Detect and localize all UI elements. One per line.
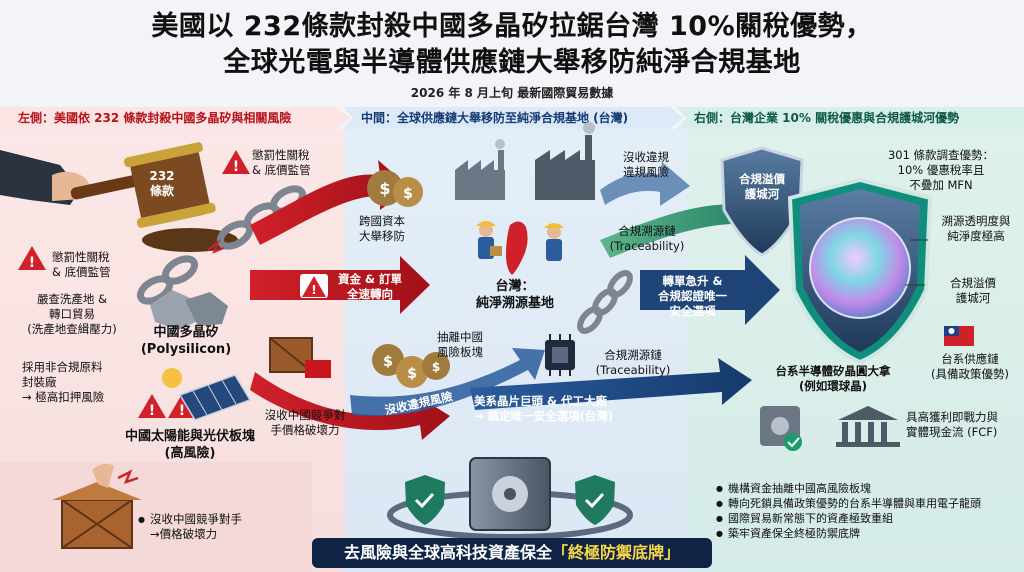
- title-line-1: 美國以 232條款封殺中國多晶矽拉鋸台灣 10%關稅優勢，: [151, 11, 873, 42]
- bullet-item: 築牢資產保全終極防禦底牌: [716, 526, 1016, 541]
- vault-icon: [387, 457, 633, 540]
- blue-arrow-top: [600, 162, 690, 206]
- us-label: 美系晶片巨頭 & 代工大廠 → 鎖定唯一安全選項(台灣): [474, 394, 614, 423]
- supply-label: 台系供應鏈 (具備政策優勢): [931, 352, 1009, 381]
- red-flow-arrow-lower: [250, 372, 450, 440]
- safe-icon: [760, 406, 802, 451]
- svg-text:!: !: [149, 403, 155, 419]
- warning-icon: !: [138, 394, 166, 419]
- svg-text:!: !: [233, 159, 239, 175]
- solar-label: 中國太陽能與光伏板塊 (高風險): [124, 429, 255, 461]
- right-bullets: 機構資金抽離中國高風險板塊 轉向死鎖具備政策優勢的台系半導體與車用電子龍頭 國際…: [716, 481, 1016, 541]
- bottom-left-box: [0, 462, 312, 572]
- svg-text:$: $: [403, 186, 413, 202]
- header-middle: 中間：全球供應鏈大舉移防至純淨合規基地 (台灣): [343, 107, 683, 129]
- bottom-left-text: ● 沒收中國競爭對手 →價格破壞力: [138, 512, 242, 541]
- warning-icon: !: [300, 274, 328, 298]
- shield-small-label: 合規溢價 護城河: [739, 172, 785, 201]
- divest-label: 抽離中國 風險板塊: [437, 330, 483, 359]
- worker-icon: [476, 221, 502, 259]
- switch-label: 轉單急升 & 合規認證唯一 安全選項: [658, 274, 727, 318]
- funds-label: 資金 & 訂單 全速轉向: [337, 272, 403, 301]
- gavel-label-line2: 條款: [150, 183, 175, 198]
- shield-check-icon: [575, 475, 615, 525]
- traceability-label-lower: 合規溯源鏈 (Traceability): [595, 348, 671, 377]
- navy-arrow-middle: [640, 255, 780, 325]
- worker-icon: [544, 223, 564, 261]
- factory-icon: [455, 139, 505, 200]
- capital-label: 跨國資本 大舉移防: [359, 214, 405, 243]
- section301-label: 301 條款調查優勢： 10% 優惠稅率且 不疊加 MFN: [887, 148, 995, 192]
- noncompliant-text: 採用非合規原料 封裝廠 → 極高扣押風險: [22, 360, 105, 404]
- trace-purity-label: 溯源透明度與 純淨度極高: [941, 214, 1011, 243]
- shield-check-icon: [405, 475, 445, 525]
- bank-icon: [836, 406, 900, 447]
- warning-label-left: 懲罰性關稅 & 底價監管: [52, 250, 111, 279]
- chain-icon: [577, 270, 633, 334]
- warning-icon: !: [168, 394, 196, 419]
- taiwan-base-label: 台灣： 純淨溯源基地: [475, 279, 554, 311]
- banner-highlight: 「終極防禦底牌」: [552, 543, 681, 562]
- bullet-item: 國際貿易新常態下的資產極致重組: [716, 511, 1016, 526]
- confiscate-label: 沒收中國競爭對 手價格破壞力: [264, 408, 346, 437]
- bottom-banner: 去風險與全球高科技資產保全「終極防禦底牌」: [312, 538, 712, 568]
- ballot-box-icon: [52, 463, 142, 549]
- taiwan-map-icon: [506, 221, 528, 275]
- chip-icon: [545, 334, 575, 376]
- bullet-item: 轉向死鎖具備政策優勢的台系半導體與車用電子龍頭: [716, 496, 1016, 511]
- svg-text:!: !: [179, 403, 185, 419]
- svg-text:!: !: [29, 255, 35, 271]
- polysilicon-icon: [150, 290, 228, 330]
- header-right: 右側：台灣企業 10% 關稅優惠與合規護城河優勢: [676, 107, 1024, 129]
- wafer-label: 台系半導體矽晶圓大拿 (例如環球晶): [775, 364, 891, 393]
- money-bag-icon: $ $: [367, 170, 423, 207]
- bullet-item: 機構資金抽離中國高風險板塊: [716, 481, 1016, 496]
- svg-text:$: $: [383, 354, 393, 370]
- header-left: 左側：美國依 232 條款封殺中國多晶矽與相關風險: [0, 107, 350, 129]
- factory-icon: [535, 122, 595, 200]
- taiwan-flag-icon: [944, 326, 974, 346]
- svg-text:$: $: [407, 366, 417, 382]
- confiscate-risk-label: 沒收違規 違規風險: [623, 150, 669, 179]
- money-bag-icon: $ $ $: [372, 344, 450, 388]
- svg-text:$: $: [432, 360, 440, 374]
- banner-text: 去風險與全球高科技資產保全: [343, 543, 552, 562]
- traceability-label-upper: 合規溯源鏈 (Traceability): [609, 224, 685, 253]
- blue-arrow-lower: [470, 358, 752, 410]
- polysilicon-label: 中國多晶矽 (Polysilicon): [140, 325, 232, 357]
- gavel-icon: [0, 142, 238, 252]
- warning-icon: !: [222, 150, 250, 175]
- warning-icon: !: [18, 246, 46, 271]
- big-shield-icon: [787, 177, 933, 365]
- gavel-label-line1: 232: [149, 169, 174, 183]
- solar-panel-icon: [162, 368, 252, 421]
- svg-text:!: !: [311, 283, 316, 297]
- svg-text:$: $: [379, 179, 390, 198]
- warning-label-top: 懲罰性關稅 & 底價監管: [252, 148, 311, 177]
- moat-label: 合規溢價 護城河: [950, 276, 996, 305]
- blue-confiscate-arrow: [350, 348, 545, 417]
- title-line-2: 全球光電與半導體供應鏈大舉移防純淨合規基地: [223, 47, 801, 78]
- red-flow-arrow-middle: [250, 256, 430, 314]
- transship-text: 嚴查洗產地 & 轉口貿易 (洗產地查緝壓力): [27, 292, 117, 336]
- crate-icon: [269, 337, 331, 378]
- fcf-label: 具高獲利即戰力與 實體現金流 (FCF): [906, 410, 998, 439]
- subtitle: 2026 年 8 月上旬 最新國際貿易數據: [410, 86, 614, 100]
